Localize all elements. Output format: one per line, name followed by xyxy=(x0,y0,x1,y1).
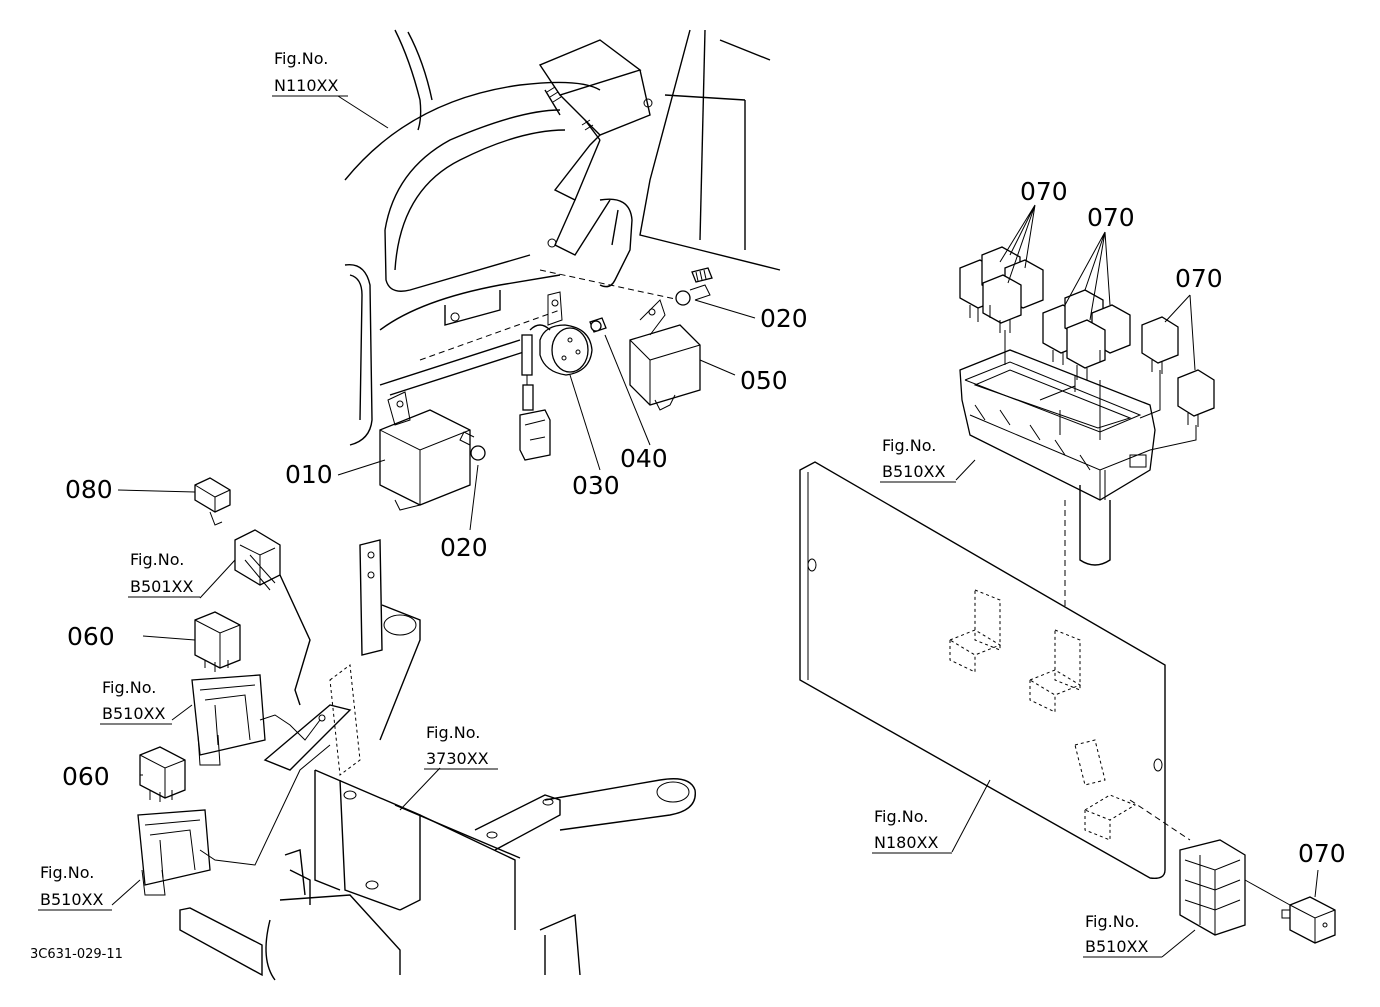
svg-text:Fig.No.: Fig.No. xyxy=(274,49,328,68)
svg-text:B510XX: B510XX xyxy=(102,704,165,723)
part-label-070-c: 070 xyxy=(1175,264,1223,293)
part-number-labels: 070 070 070 070 020 050 040 030 010 020 … xyxy=(62,177,1346,868)
part-label-020-lower: 020 xyxy=(440,533,488,562)
svg-text:B510XX: B510XX xyxy=(40,890,103,909)
relay-060-upper xyxy=(194,611,241,672)
svg-text:Fig.No.: Fig.No. xyxy=(1085,912,1139,931)
panel-plate xyxy=(799,461,1191,880)
part-label-010: 010 xyxy=(285,460,333,489)
relays-070-group-b xyxy=(1042,289,1131,380)
fig-ref-b510-lower-left: Fig.No. B510XX xyxy=(38,863,112,911)
svg-text:Fig.No.: Fig.No. xyxy=(130,550,184,569)
bolt-020-lower xyxy=(459,431,486,461)
part-label-080: 080 xyxy=(65,475,113,504)
relay-050 xyxy=(629,299,701,411)
unit-010 xyxy=(379,391,471,511)
svg-text:N110XX: N110XX xyxy=(274,76,338,95)
relays-070-group-c xyxy=(1004,316,1215,451)
svg-text:B510XX: B510XX xyxy=(882,462,945,481)
fig-ref-b510-upper-left: Fig.No. B510XX xyxy=(100,678,172,725)
relay-070-bottom xyxy=(1281,896,1336,944)
part-label-070-a: 070 xyxy=(1020,177,1068,206)
relay-060-lower xyxy=(139,746,186,802)
part-label-040: 040 xyxy=(620,444,668,473)
part-label-030: 030 xyxy=(572,471,620,500)
connector-b510-bottom xyxy=(1179,839,1291,936)
part-label-050: 050 xyxy=(740,366,788,395)
fig-ref-n110: Fig.No. N110XX xyxy=(272,49,348,97)
relays-070-group-a xyxy=(959,246,1044,333)
part-label-060-upper: 060 xyxy=(67,622,115,651)
fig-ref-b501: Fig.No. B501XX xyxy=(128,550,200,598)
part-label-020-upper: 020 xyxy=(760,304,808,333)
connector-b501 xyxy=(234,529,311,706)
holder-b510-lower xyxy=(137,744,331,896)
sensor-030 xyxy=(519,291,593,461)
svg-text:3730XX: 3730XX xyxy=(426,749,489,768)
fig-ref-3730: Fig.No. 3730XX xyxy=(424,723,498,770)
svg-text:N180XX: N180XX xyxy=(874,833,938,852)
svg-text:B501XX: B501XX xyxy=(130,577,193,596)
svg-text:Fig.No.: Fig.No. xyxy=(40,863,94,882)
relay-080 xyxy=(194,477,231,526)
svg-text:Fig.No.: Fig.No. xyxy=(874,807,928,826)
svg-text:Fig.No.: Fig.No. xyxy=(102,678,156,697)
part-label-070-d: 070 xyxy=(1298,839,1346,868)
svg-text:Fig.No.: Fig.No. xyxy=(426,723,480,742)
bolt-020-upper xyxy=(675,267,713,306)
svg-text:Fig.No.: Fig.No. xyxy=(882,436,936,455)
fig-ref-b510-fusebox: Fig.No. B510XX xyxy=(880,436,956,483)
bolt-040 xyxy=(589,317,607,333)
lower-frame-structure xyxy=(179,539,696,981)
leader-lines xyxy=(111,95,1319,958)
holder-b510-upper xyxy=(191,674,321,766)
part-label-060-lower: 060 xyxy=(62,762,110,791)
fig-ref-b510-bottom-right: Fig.No. B510XX xyxy=(1083,912,1162,958)
fig-ref-n180: Fig.No. N180XX xyxy=(872,807,952,854)
drawing-code: 3C631-029-11 xyxy=(30,947,123,962)
svg-text:B510XX: B510XX xyxy=(1085,937,1148,956)
upper-frame-structure xyxy=(344,29,781,446)
fuse-box xyxy=(959,349,1156,566)
part-label-070-b: 070 xyxy=(1087,203,1135,232)
